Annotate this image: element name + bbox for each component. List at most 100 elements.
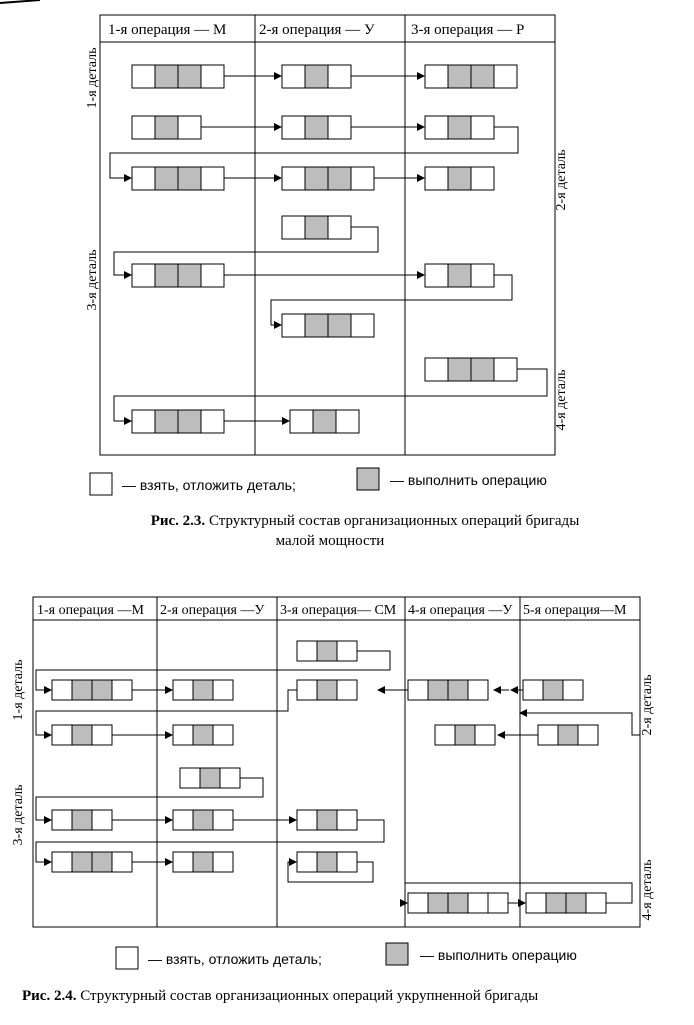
take-place-part-box [296,851,318,873]
perform-operation-box [199,767,221,789]
take-place-part-box [424,166,449,191]
take-place-part-box [424,263,449,288]
take-place-part-box [434,724,456,746]
take-place-part-box [585,892,607,914]
take-place-part-box [525,892,547,914]
fig1-frame [99,14,556,456]
fig1-header-op1: 1-я операция — М [108,22,226,38]
take-place-part-box [51,679,73,701]
take-place-part-box [212,724,234,746]
operation-chain [51,724,113,746]
flow-arrow [35,819,385,866]
fig1-flow-diagram [109,64,548,434]
take-place-part-box [51,809,73,831]
perform-operation-box [192,809,214,831]
perform-operation-box [447,64,472,89]
take-place-part-box [281,313,306,338]
figure-2-4: 1-я операция —М 2-я операция —У 3-я опер… [11,596,655,1004]
flow-arrow [287,858,374,883]
take-place-part-box [172,851,194,873]
flow-arrow [109,126,519,182]
operation-chain [131,64,225,89]
operation-chain [296,851,358,873]
legend-take-swatch [89,472,113,496]
operation-chain [296,640,358,662]
take-place-part-box [131,166,156,191]
fig2-side-label-detail2: 2-я деталь [640,675,655,736]
take-place-part-box [537,724,559,746]
perform-operation-box [71,809,93,831]
take-place-part-box [470,166,495,191]
operation-chain [172,724,234,746]
take-place-part-box [487,892,509,914]
fig2-caption: Рис. 2.4. Структурный состав организацио… [22,988,538,1004]
operation-chain [424,357,518,382]
operation-chain [131,263,225,288]
fig1-side-label-detail3: 3-я деталь [85,250,100,311]
fig2-side-label-detail3: 3-я деталь [11,785,26,846]
operation-chain [131,409,225,434]
perform-operation-box [154,263,179,288]
fig1-caption-line1: Рис. 2.3. Структурный состав организацио… [151,513,580,529]
legend-perform-swatch [356,467,380,491]
operation-chain [424,115,495,140]
perform-operation-box [192,724,214,746]
operation-chain [51,851,133,873]
operation-chain [424,166,495,191]
flow-arrow [270,274,513,329]
perform-operation-box [447,263,472,288]
operation-chain [424,263,495,288]
perform-operation-box [327,166,352,191]
perform-operation-box [327,313,352,338]
fig2-caption-text: Структурный состав организационных опера… [80,988,538,1004]
operation-chain [281,215,352,240]
operation-chain [281,313,375,338]
perform-operation-box [71,724,93,746]
perform-operation-box [177,263,202,288]
fig2-header-op3: 3-я операция— СМ [280,603,397,618]
take-place-part-box [327,215,352,240]
fig1-caption-text: Структурный состав организационных опера… [209,513,579,529]
fig2-side-label-detail1: 1-я деталь [11,660,26,721]
operation-chain [281,64,352,89]
take-place-part-box [177,115,202,140]
take-place-part-box [281,166,306,191]
take-place-part-box [336,809,358,831]
take-place-part-box [111,679,133,701]
perform-operation-box [312,409,337,434]
legend-perform-swatch [385,942,409,966]
operation-chain [522,679,584,701]
operation-chain [131,115,202,140]
flow-arrow [35,650,391,694]
perform-operation-box [427,892,449,914]
take-place-part-box [51,851,73,873]
take-place-part-box [336,640,358,662]
perform-operation-box [177,64,202,89]
take-place-part-box [172,809,194,831]
take-place-part-box [577,724,599,746]
flow-arrow [35,689,297,739]
take-place-part-box [131,263,156,288]
take-place-part-box [474,724,496,746]
perform-operation-box [304,115,329,140]
take-place-part-box [91,809,113,831]
legend-take-swatch [115,946,139,970]
take-place-part-box [172,679,194,701]
take-place-part-box [336,851,358,873]
perform-operation-box [470,64,495,89]
operation-chain [296,809,358,831]
fig2-legend-take-text: — взять, отложить деталь; [148,951,322,967]
perform-operation-box [427,679,449,701]
take-place-part-box [493,357,518,382]
flow-arrow [519,709,640,736]
take-place-part-box [91,724,113,746]
take-place-part-box [281,215,306,240]
operation-chain [281,115,352,140]
take-place-part-box [212,679,234,701]
fig2-header-op1: 1-я операция —М [37,603,144,618]
perform-operation-box [454,724,476,746]
scan-mark [0,0,41,4]
take-place-part-box [335,409,360,434]
perform-operation-box [447,892,469,914]
fig2-header-op4: 4-я операция —У [408,603,512,618]
